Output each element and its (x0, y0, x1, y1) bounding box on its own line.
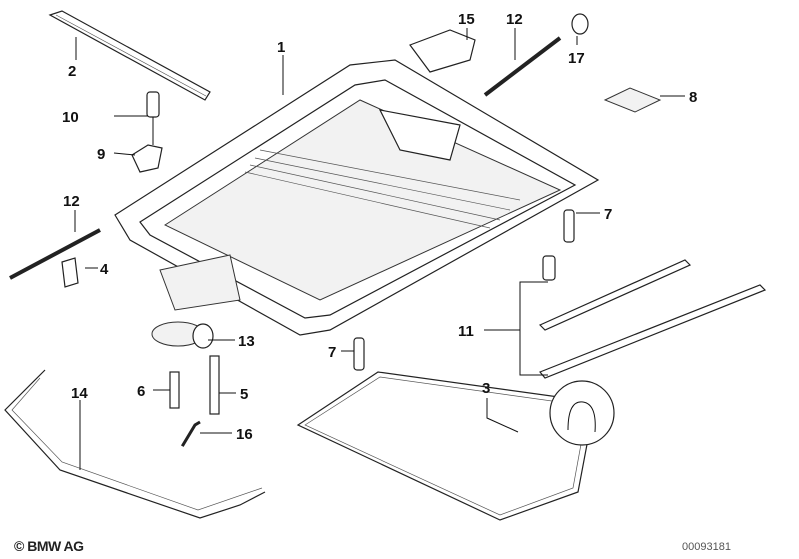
callout-8: 8 (689, 89, 697, 106)
part-12-drive-cable-top (483, 28, 562, 97)
callout-17: 17 (568, 50, 585, 67)
part-13-motor (151, 321, 214, 349)
part-9-bracket (131, 144, 163, 173)
part-2-guide-rail (48, 10, 211, 101)
part-11-strip-upper (538, 259, 692, 331)
callout-6: 6 (137, 383, 145, 400)
copyright-label: © BMW AG (14, 538, 84, 554)
part-1-sunroof-frame (114, 59, 600, 336)
part-10-bolt (146, 91, 160, 118)
part-14-deflector (4, 369, 266, 519)
callout-4: 4 (100, 261, 109, 278)
callout-5: 5 (240, 386, 248, 403)
callout-16: 16 (236, 426, 253, 443)
part-11-bolt (542, 255, 556, 281)
part-17-plug (571, 13, 589, 35)
part-4-clip (61, 257, 79, 288)
callout-7-right: 7 (604, 206, 612, 223)
part-7-bolt-lower (353, 337, 365, 371)
part-12-drive-cable-left (9, 228, 101, 280)
callout-14: 14 (71, 385, 88, 402)
part-15-bracket (409, 29, 476, 73)
callout-9: 9 (97, 146, 105, 163)
document-number: 00093181 (682, 541, 731, 553)
part-11-strip-lower (539, 284, 767, 379)
part-7-bolt-right (563, 209, 575, 243)
leader-lines (74, 28, 685, 470)
callout-1: 1 (277, 39, 285, 56)
callout-2: 2 (68, 63, 76, 80)
callout-7-lower: 7 (328, 344, 336, 361)
part-3-glass-panel (296, 371, 615, 521)
callout-12-top: 12 (506, 11, 523, 28)
callout-13: 13 (238, 333, 255, 350)
callout-12-left: 12 (63, 193, 80, 210)
part-8-pad (603, 87, 662, 113)
callout-11: 11 (458, 323, 474, 340)
callout-3: 3 (482, 380, 490, 397)
part-5-bolt (209, 355, 220, 415)
callout-10: 10 (62, 109, 79, 126)
callout-15: 15 (458, 11, 475, 28)
part-6-bolt (169, 371, 180, 409)
